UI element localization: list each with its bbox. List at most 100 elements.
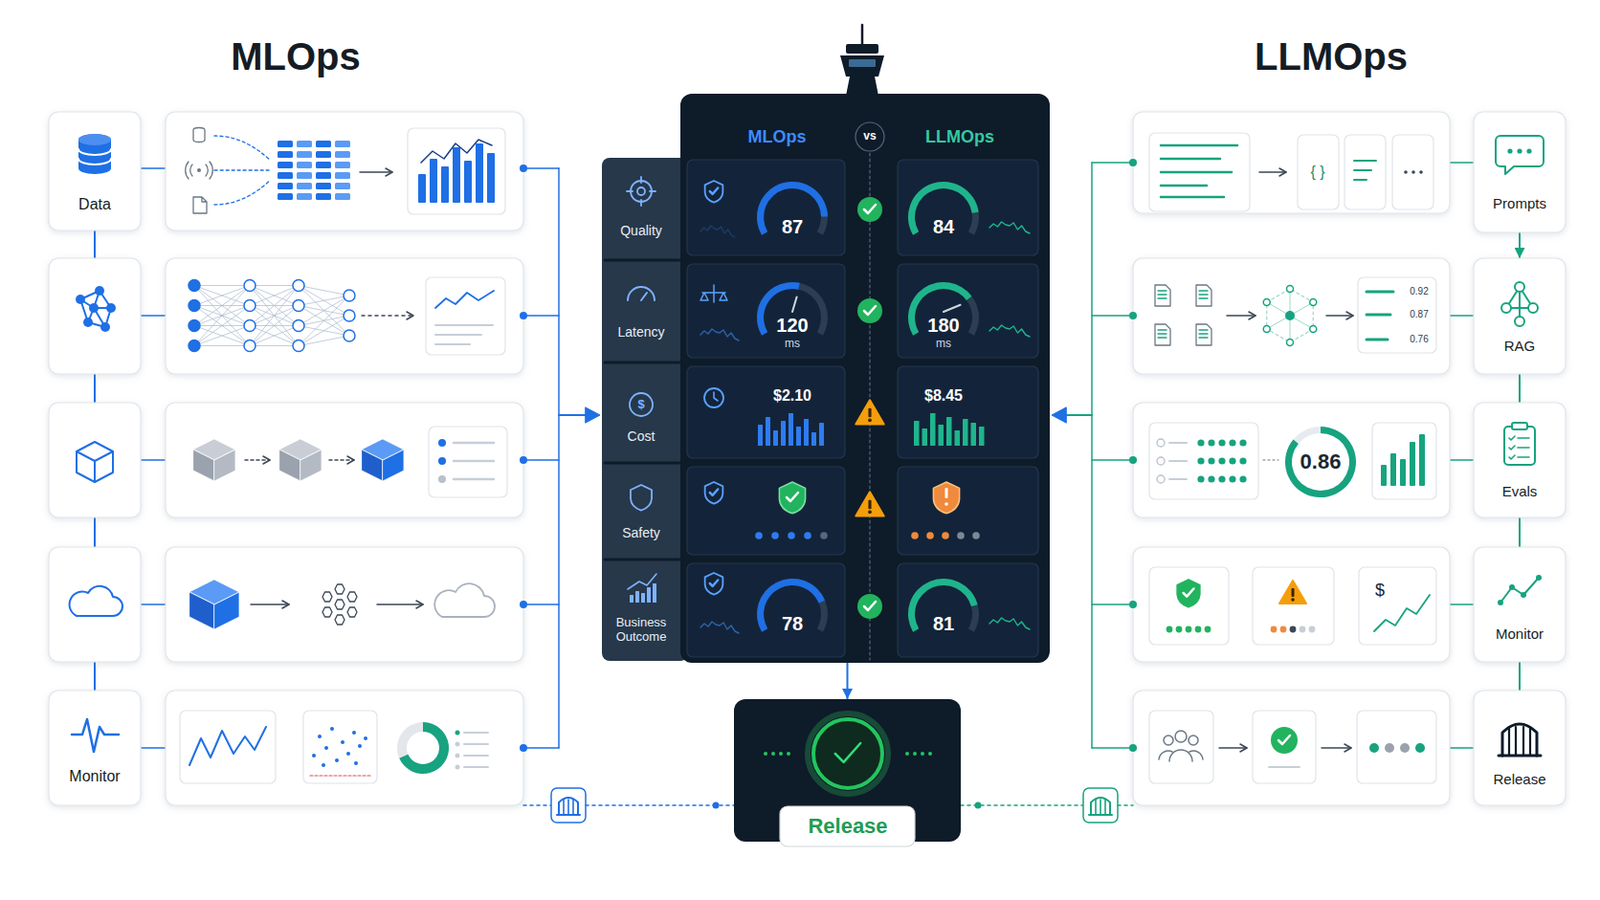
status-dot xyxy=(1176,626,1183,634)
person-icon xyxy=(1175,731,1187,743)
nn-node xyxy=(343,330,356,342)
alert-bar xyxy=(945,488,949,499)
rollout-dot xyxy=(1384,743,1395,754)
pass-dot xyxy=(1228,439,1236,446)
node-label: 81 xyxy=(933,613,955,636)
stage-link xyxy=(140,603,166,606)
scatter-dot xyxy=(317,734,322,739)
gate-arch xyxy=(1090,798,1111,816)
sparkline xyxy=(989,222,1030,234)
node-box: 81 xyxy=(897,563,1039,660)
text-line xyxy=(1169,442,1187,445)
cost-bar xyxy=(788,413,794,446)
data-cell xyxy=(334,182,351,190)
gate-bar xyxy=(1508,727,1511,756)
nn-link xyxy=(249,286,299,347)
review-box xyxy=(1149,711,1214,784)
check-mark xyxy=(710,188,718,195)
nn-link xyxy=(194,285,250,287)
text-line xyxy=(1199,329,1208,331)
node-label: Release xyxy=(1492,771,1546,788)
chat-icon xyxy=(1495,135,1544,175)
text-line xyxy=(1517,437,1530,440)
stage-card xyxy=(1133,402,1450,518)
nn-link xyxy=(194,286,250,327)
cost-bar xyxy=(819,422,824,446)
stage-link xyxy=(140,459,166,462)
pass-dot xyxy=(1207,475,1215,483)
node-label: 87 xyxy=(781,216,803,239)
text-line xyxy=(435,343,470,346)
nn-link xyxy=(194,286,250,327)
nn-link xyxy=(194,286,250,347)
pass-dot xyxy=(1218,457,1225,465)
cost-bar xyxy=(962,419,969,446)
gate-bar xyxy=(1104,800,1107,816)
warning-triangle xyxy=(855,491,884,516)
check-mark xyxy=(1183,589,1195,598)
nn-link xyxy=(249,326,299,347)
text-line xyxy=(453,478,494,482)
row-divider xyxy=(604,259,681,263)
text-line xyxy=(1354,159,1377,162)
latency-icon xyxy=(627,287,655,301)
wireless-icon xyxy=(197,168,201,173)
data-cell xyxy=(277,172,293,179)
node-box: 0.920.870.76 xyxy=(1357,277,1437,354)
data-cell xyxy=(315,161,332,169)
bus-dot xyxy=(1129,158,1137,167)
rollout-dot xyxy=(1369,743,1379,754)
warning-triangle xyxy=(1279,580,1307,604)
tower-base xyxy=(845,76,879,96)
legend-dot xyxy=(455,731,461,736)
release-dot xyxy=(786,752,791,756)
nn-link xyxy=(298,295,350,307)
nn-link xyxy=(249,286,299,327)
nn-node xyxy=(188,280,200,292)
node-box: 180ms xyxy=(897,264,1039,358)
nn-link xyxy=(298,295,350,327)
status-dot xyxy=(1289,626,1297,634)
flow-arrow xyxy=(361,314,414,317)
quality-icon xyxy=(630,180,652,202)
cube-right xyxy=(214,449,236,482)
chat-dot xyxy=(1516,148,1522,154)
node-label: Business Outcome xyxy=(603,616,679,645)
node-box: Latency xyxy=(601,262,681,360)
text-line xyxy=(1157,297,1167,299)
nn-link xyxy=(298,335,350,347)
text-line xyxy=(1199,333,1208,334)
stage-box xyxy=(1473,402,1566,518)
arrow-head xyxy=(416,600,423,609)
node-label: Data xyxy=(78,196,112,214)
gate-base xyxy=(1498,755,1541,758)
stage-link xyxy=(140,314,166,317)
chart-line xyxy=(421,139,492,163)
release-line xyxy=(523,804,552,807)
network-node xyxy=(94,286,105,296)
cost-bar xyxy=(978,426,985,446)
stage-link xyxy=(140,167,166,170)
trend-dot xyxy=(1509,584,1515,591)
data-cell xyxy=(277,161,293,169)
arrow-head xyxy=(1051,407,1067,423)
pass-dot xyxy=(1207,457,1215,465)
nn-node xyxy=(188,340,200,353)
node-label: $ xyxy=(1375,580,1385,601)
status-dot xyxy=(1185,626,1193,634)
nn-link xyxy=(249,326,299,347)
cube-right xyxy=(214,592,240,630)
nn-node xyxy=(343,289,356,302)
vector-node xyxy=(1287,339,1294,347)
data-cell xyxy=(315,193,332,200)
status-dot xyxy=(1166,626,1174,634)
template-box xyxy=(1297,134,1339,210)
bus-link xyxy=(523,167,559,170)
status-dot xyxy=(1280,626,1288,634)
arrow-head xyxy=(1240,744,1247,753)
bus-link xyxy=(1091,314,1134,317)
check-mark xyxy=(1509,445,1515,450)
node-box: 84 xyxy=(897,159,1039,256)
rollout-dot xyxy=(1400,743,1410,754)
